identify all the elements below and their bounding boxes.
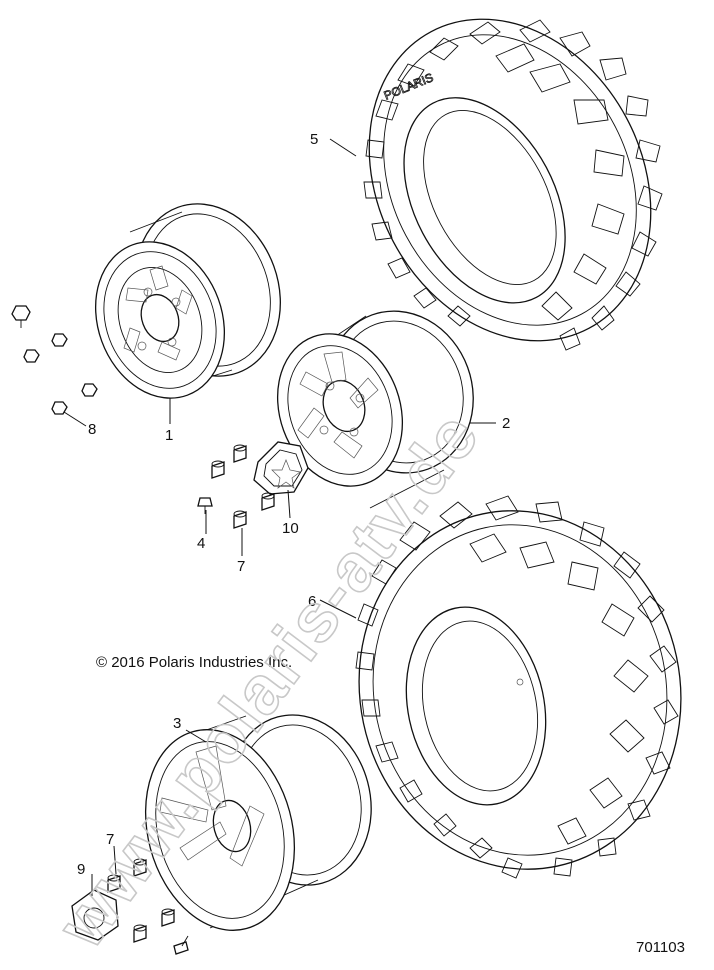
wheel-2 [276, 310, 474, 509]
callout-7-lower: 7 [106, 831, 114, 848]
callout-1: 1 [165, 427, 173, 444]
callout-9: 9 [77, 861, 85, 878]
tire-5: POLARIS [363, 18, 663, 351]
center-cap-10 [253, 441, 309, 495]
copyright-notice: © 2016 Polaris Industries Inc. [96, 654, 292, 671]
figure-number: 701103 [636, 939, 685, 956]
valve-stem-lower [173, 935, 189, 955]
callout-5: 5 [310, 131, 318, 148]
callout-7-upper: 7 [237, 558, 245, 575]
lug-nuts-7-group-lower [107, 858, 175, 943]
callout-3: 3 [173, 715, 181, 732]
lug-nuts-8-group [11, 305, 98, 415]
center-cap-9 [71, 889, 119, 941]
callout-6: 6 [308, 593, 316, 610]
callout-labels: 5 1 2 8 4 10 7 6 3 7 9 [77, 131, 510, 878]
callout-2: 2 [502, 415, 510, 432]
wheel-1 [94, 203, 281, 399]
valve-stem-4 [197, 497, 213, 514]
callout-10: 10 [282, 520, 299, 537]
wheel-3 [144, 714, 372, 931]
callout-8: 8 [88, 421, 96, 438]
leader-lines [63, 138, 496, 896]
tire-6 [355, 495, 682, 879]
callout-4: 4 [197, 535, 205, 552]
lug-nuts-7-group-upper [211, 444, 275, 529]
